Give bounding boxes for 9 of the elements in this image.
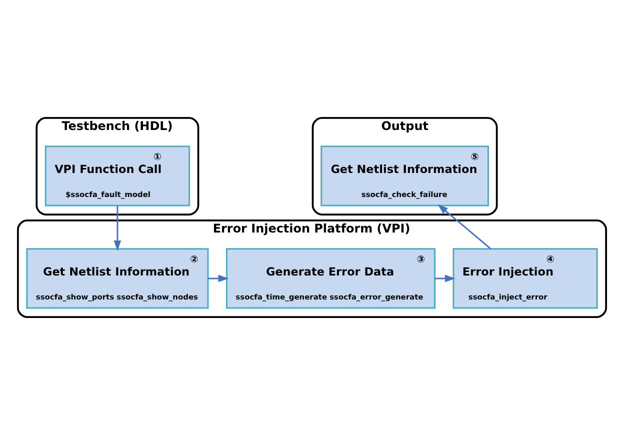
arrow — [114, 205, 122, 251]
node-box: ② Get Netlist Information ssocfa_show_ports ssocfa_show_nodes — [26, 248, 209, 308]
node-box: ⑤ Get Netlist Information ssocfa_check_failure — [320, 145, 489, 206]
arrow — [434, 274, 456, 282]
node-box: ① VPI Function Call $ssocfa_fault_model — [44, 145, 190, 206]
arrow — [208, 274, 229, 282]
node-box: ③ Generate Error Data ssocfa_time_generate ssocfa_error_generate — [226, 248, 436, 308]
arrow — [438, 204, 492, 249]
node-box: ④ Error Injection ssocfa_inject_error — [452, 248, 598, 308]
